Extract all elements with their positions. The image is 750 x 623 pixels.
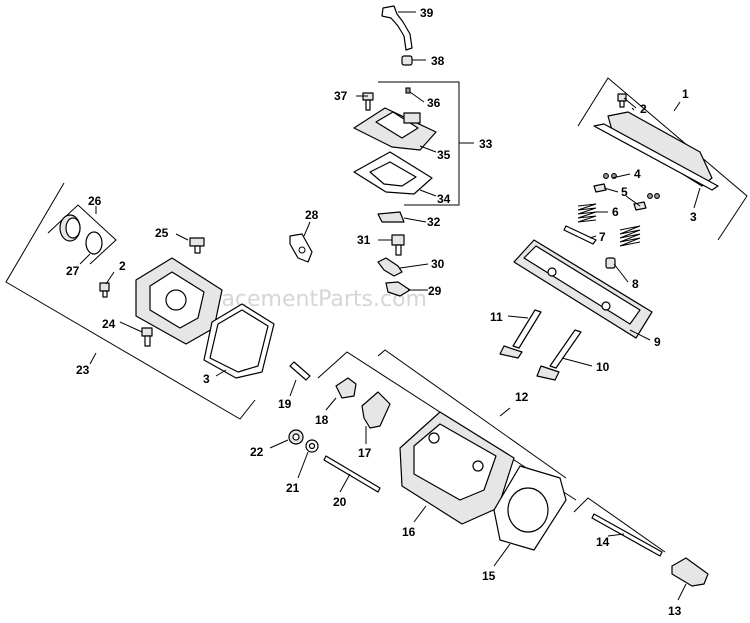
part-17-rocker <box>361 391 391 429</box>
label-part-4: 4 <box>634 167 641 181</box>
label-part-3b: 3 <box>203 372 210 386</box>
label-part-31: 31 <box>357 233 371 247</box>
label-part-38: 38 <box>431 54 445 68</box>
part-35-breather-cover <box>353 107 437 151</box>
label-part-20: 20 <box>333 495 347 509</box>
label-part-5: 5 <box>621 185 628 199</box>
label-part-29: 29 <box>428 284 442 298</box>
part-19-bolt <box>289 361 311 381</box>
part-6-springs <box>577 203 641 247</box>
part-31 <box>391 234 405 256</box>
part-36-pin <box>405 87 411 94</box>
group-brackets <box>5 77 748 553</box>
label-part-21: 21 <box>286 481 300 495</box>
label-part-35: 35 <box>437 148 451 162</box>
label-part-18: 18 <box>315 413 329 427</box>
part-26-oil-cap <box>59 214 81 242</box>
label-part-28: 28 <box>305 208 319 222</box>
label-part-34: 34 <box>437 192 451 206</box>
label-part-25: 25 <box>155 226 169 240</box>
part-24-fitting <box>141 327 153 347</box>
label-part-16: 16 <box>402 525 416 539</box>
part-30 <box>377 257 403 277</box>
part-9-cylinder-head <box>513 239 653 339</box>
leader-lines <box>79 11 701 601</box>
label-part-14: 14 <box>596 535 610 549</box>
part-10-valve <box>536 329 582 381</box>
label-part-2b: 2 <box>119 259 126 273</box>
label-part-8: 8 <box>632 277 639 291</box>
label-part-9: 9 <box>654 335 661 349</box>
label-part-19: 19 <box>278 397 292 411</box>
label-part-10: 10 <box>596 360 610 374</box>
label-part-15: 15 <box>482 569 496 583</box>
part-number-labels: 1 2 3 4 5 6 7 8 9 10 11 12 13 14 15 16 1… <box>66 6 697 618</box>
label-part-11: 11 <box>490 310 503 324</box>
part-13-lifter <box>671 557 709 587</box>
label-part-1: 1 <box>682 87 689 101</box>
label-part-33: 33 <box>479 137 493 151</box>
part-29 <box>385 281 411 297</box>
part-32 <box>377 211 405 223</box>
label-part-23: 23 <box>76 363 90 377</box>
label-part-22: 22 <box>250 445 264 459</box>
part-7 <box>563 225 597 245</box>
label-part-6: 6 <box>612 205 619 219</box>
label-part-39: 39 <box>420 6 434 20</box>
label-part-32: 32 <box>427 215 441 229</box>
part-15-head-gasket <box>493 465 567 551</box>
label-part-3: 3 <box>690 210 697 224</box>
part-22-nut <box>288 429 304 445</box>
label-part-36: 36 <box>427 96 441 110</box>
label-part-27: 27 <box>66 264 80 278</box>
part-38-plug <box>401 55 413 66</box>
part-39-dipstick-tube <box>381 5 413 51</box>
part-28-bracket <box>289 233 313 263</box>
part-11-valve <box>499 309 542 359</box>
part-25-fitting <box>189 237 205 254</box>
part-valve-cover <box>135 257 223 345</box>
label-part-26: 26 <box>88 194 102 208</box>
label-part-7: 7 <box>599 230 606 244</box>
part-18 <box>335 377 357 399</box>
label-part-12: 12 <box>515 390 529 404</box>
part-34-breather-gasket <box>353 151 433 195</box>
label-part-24: 24 <box>102 317 116 331</box>
label-part-37: 37 <box>334 89 348 103</box>
part-16-cylinder-head <box>399 411 515 525</box>
label-part-30: 30 <box>431 257 445 271</box>
label-part-13: 13 <box>668 604 682 618</box>
part-4-keepers <box>603 173 660 199</box>
part-20-stud <box>323 455 381 493</box>
part-14-push-rod <box>591 513 663 557</box>
label-part-2: 2 <box>640 102 647 116</box>
part-5-retainers <box>593 183 647 211</box>
part-3-gasket-left <box>203 303 275 379</box>
label-part-17: 17 <box>358 446 372 460</box>
part-8 <box>605 257 616 269</box>
part-2-screw-left <box>99 282 110 298</box>
part-21-washer <box>305 439 319 453</box>
part-2-screw-right <box>617 93 627 108</box>
part-27-o-ring <box>85 231 103 255</box>
part-3-gasket-right <box>593 123 719 191</box>
